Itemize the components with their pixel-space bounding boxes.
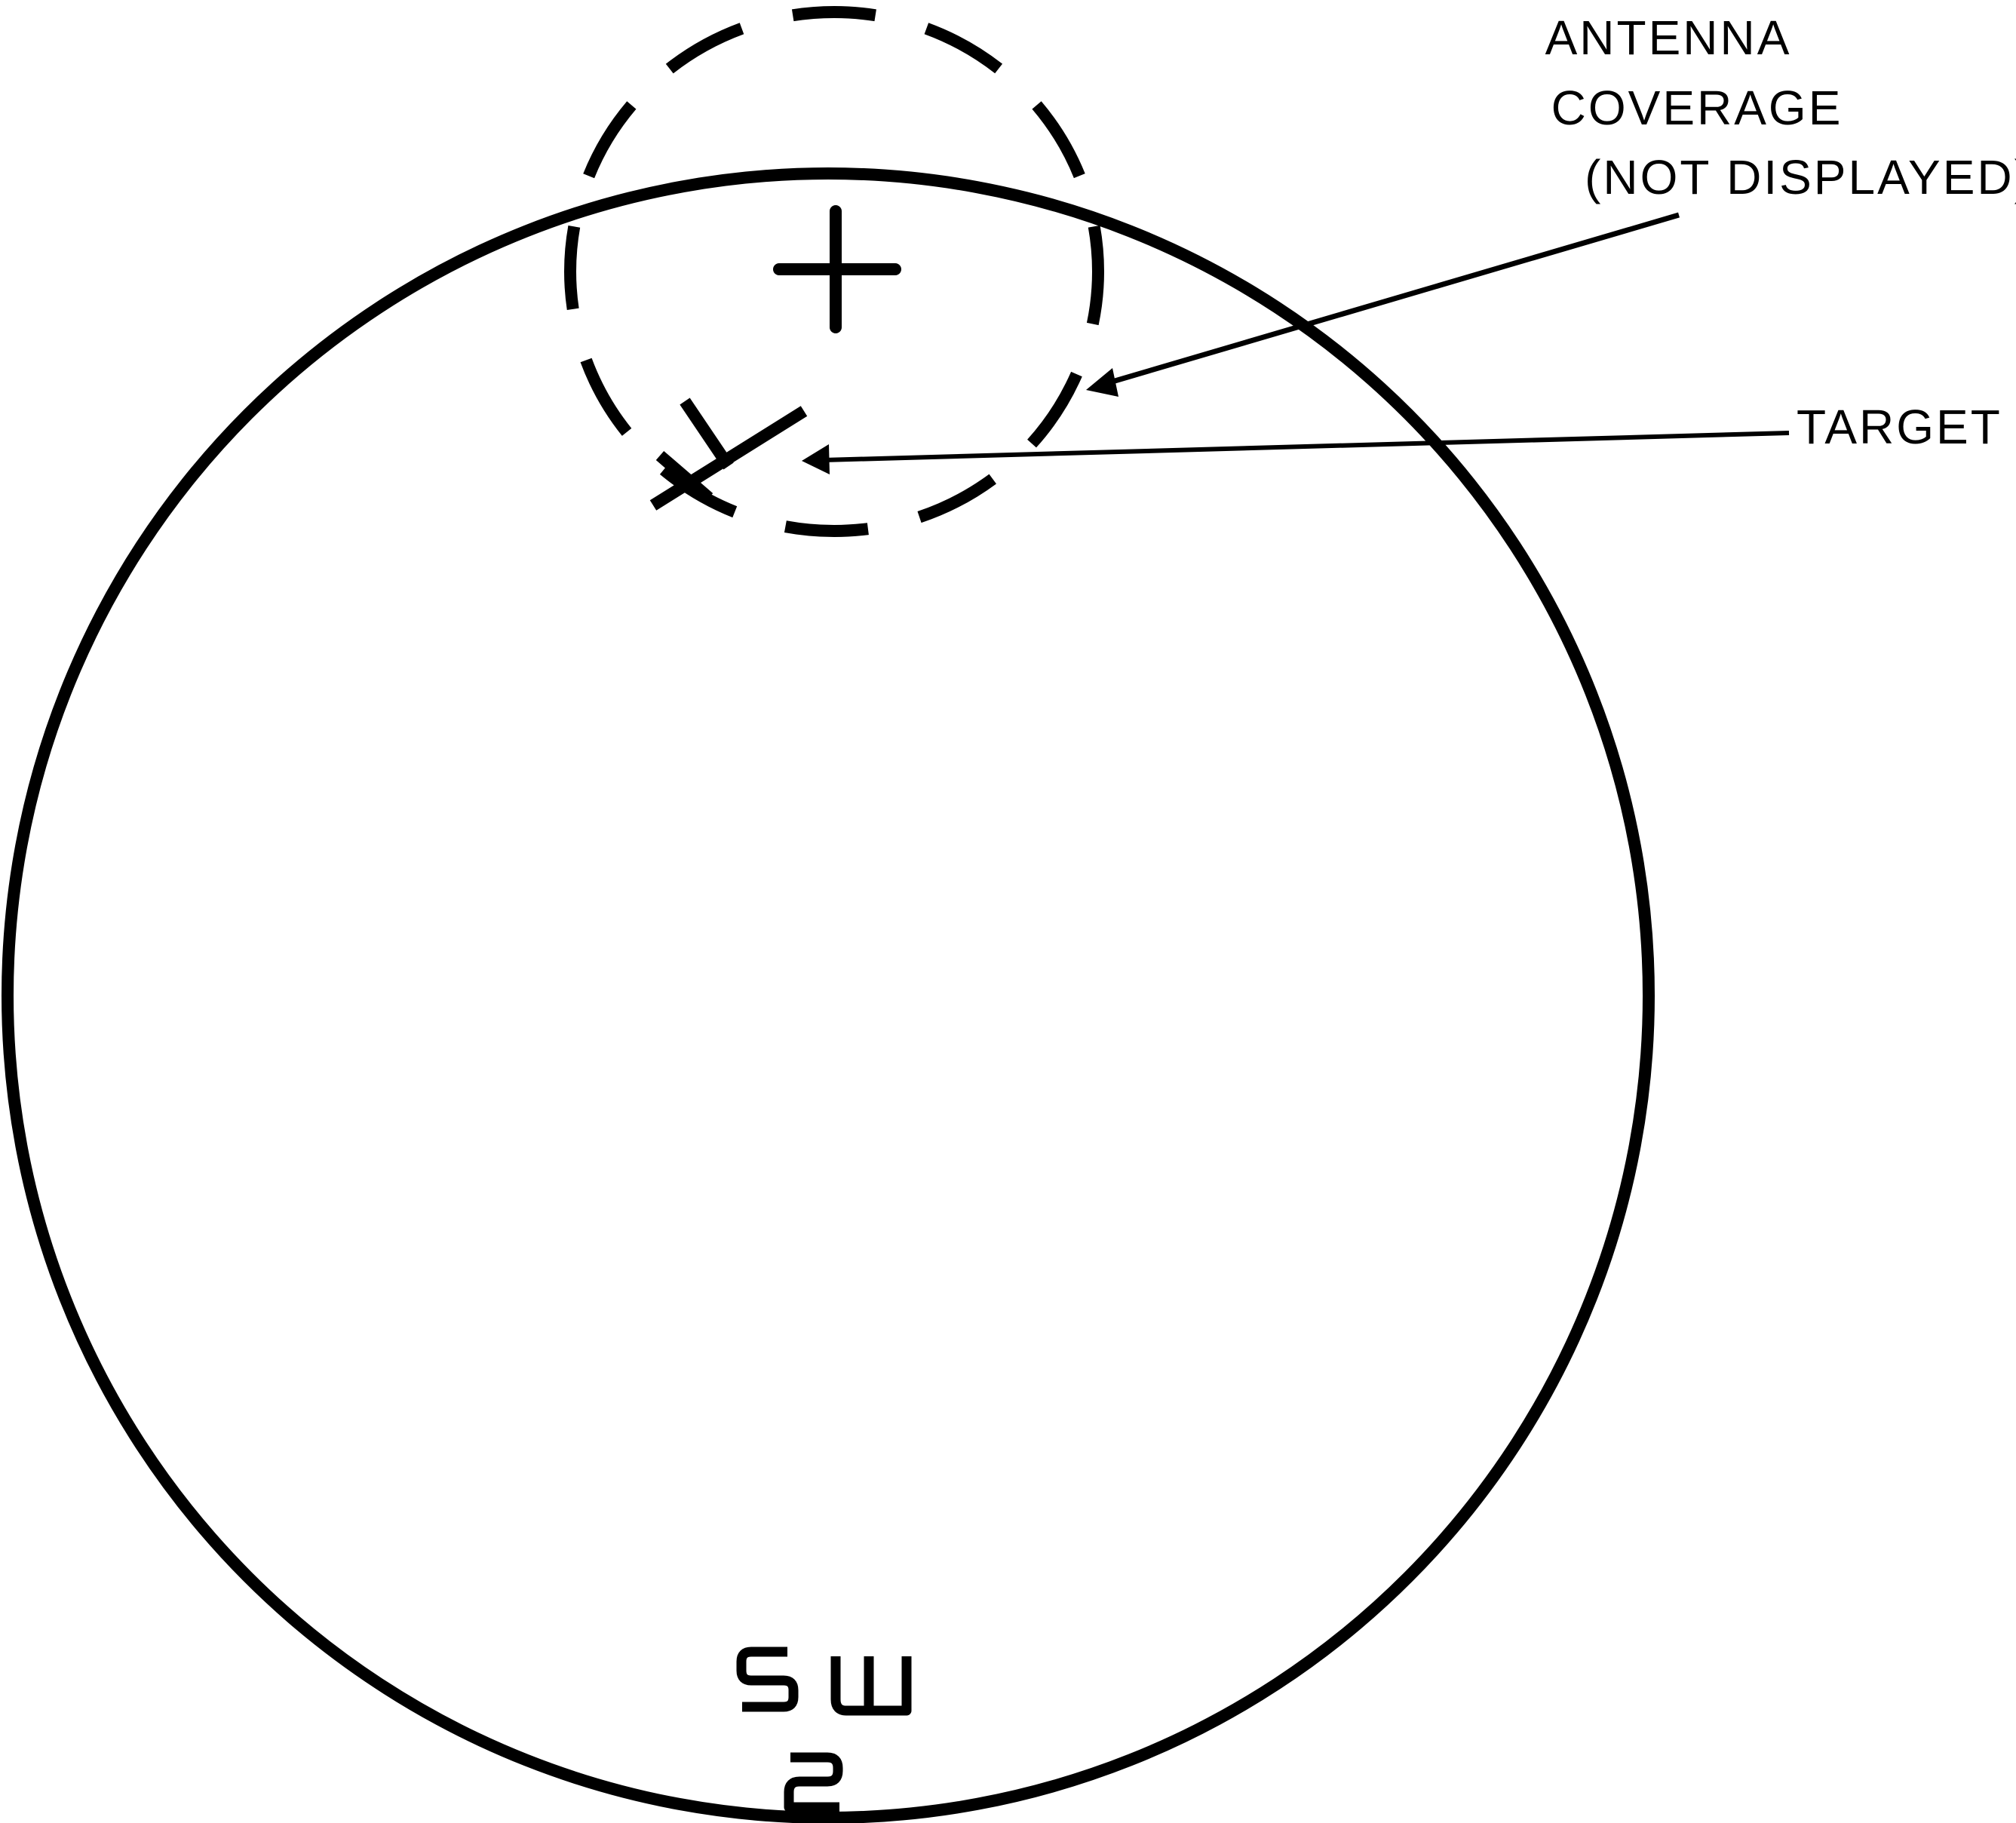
target-symbol-icon xyxy=(649,397,808,511)
bottom-digits-marking xyxy=(736,1647,912,1812)
target-label: TARGET xyxy=(1797,400,2002,454)
center-cross-icon xyxy=(773,205,901,333)
antenna-label-line3: (NOT DISPLAYED) xyxy=(1585,150,2016,204)
antenna-leader-arrow xyxy=(1086,212,1680,397)
display-scope-circle xyxy=(2,167,1655,1823)
antenna-coverage-ellipse xyxy=(564,6,1104,537)
antenna-label-line2: COVERAGE xyxy=(1551,81,1843,135)
target-leader-arrow xyxy=(802,431,1790,474)
antenna-label-line1: ANTENNA xyxy=(1545,11,1792,65)
